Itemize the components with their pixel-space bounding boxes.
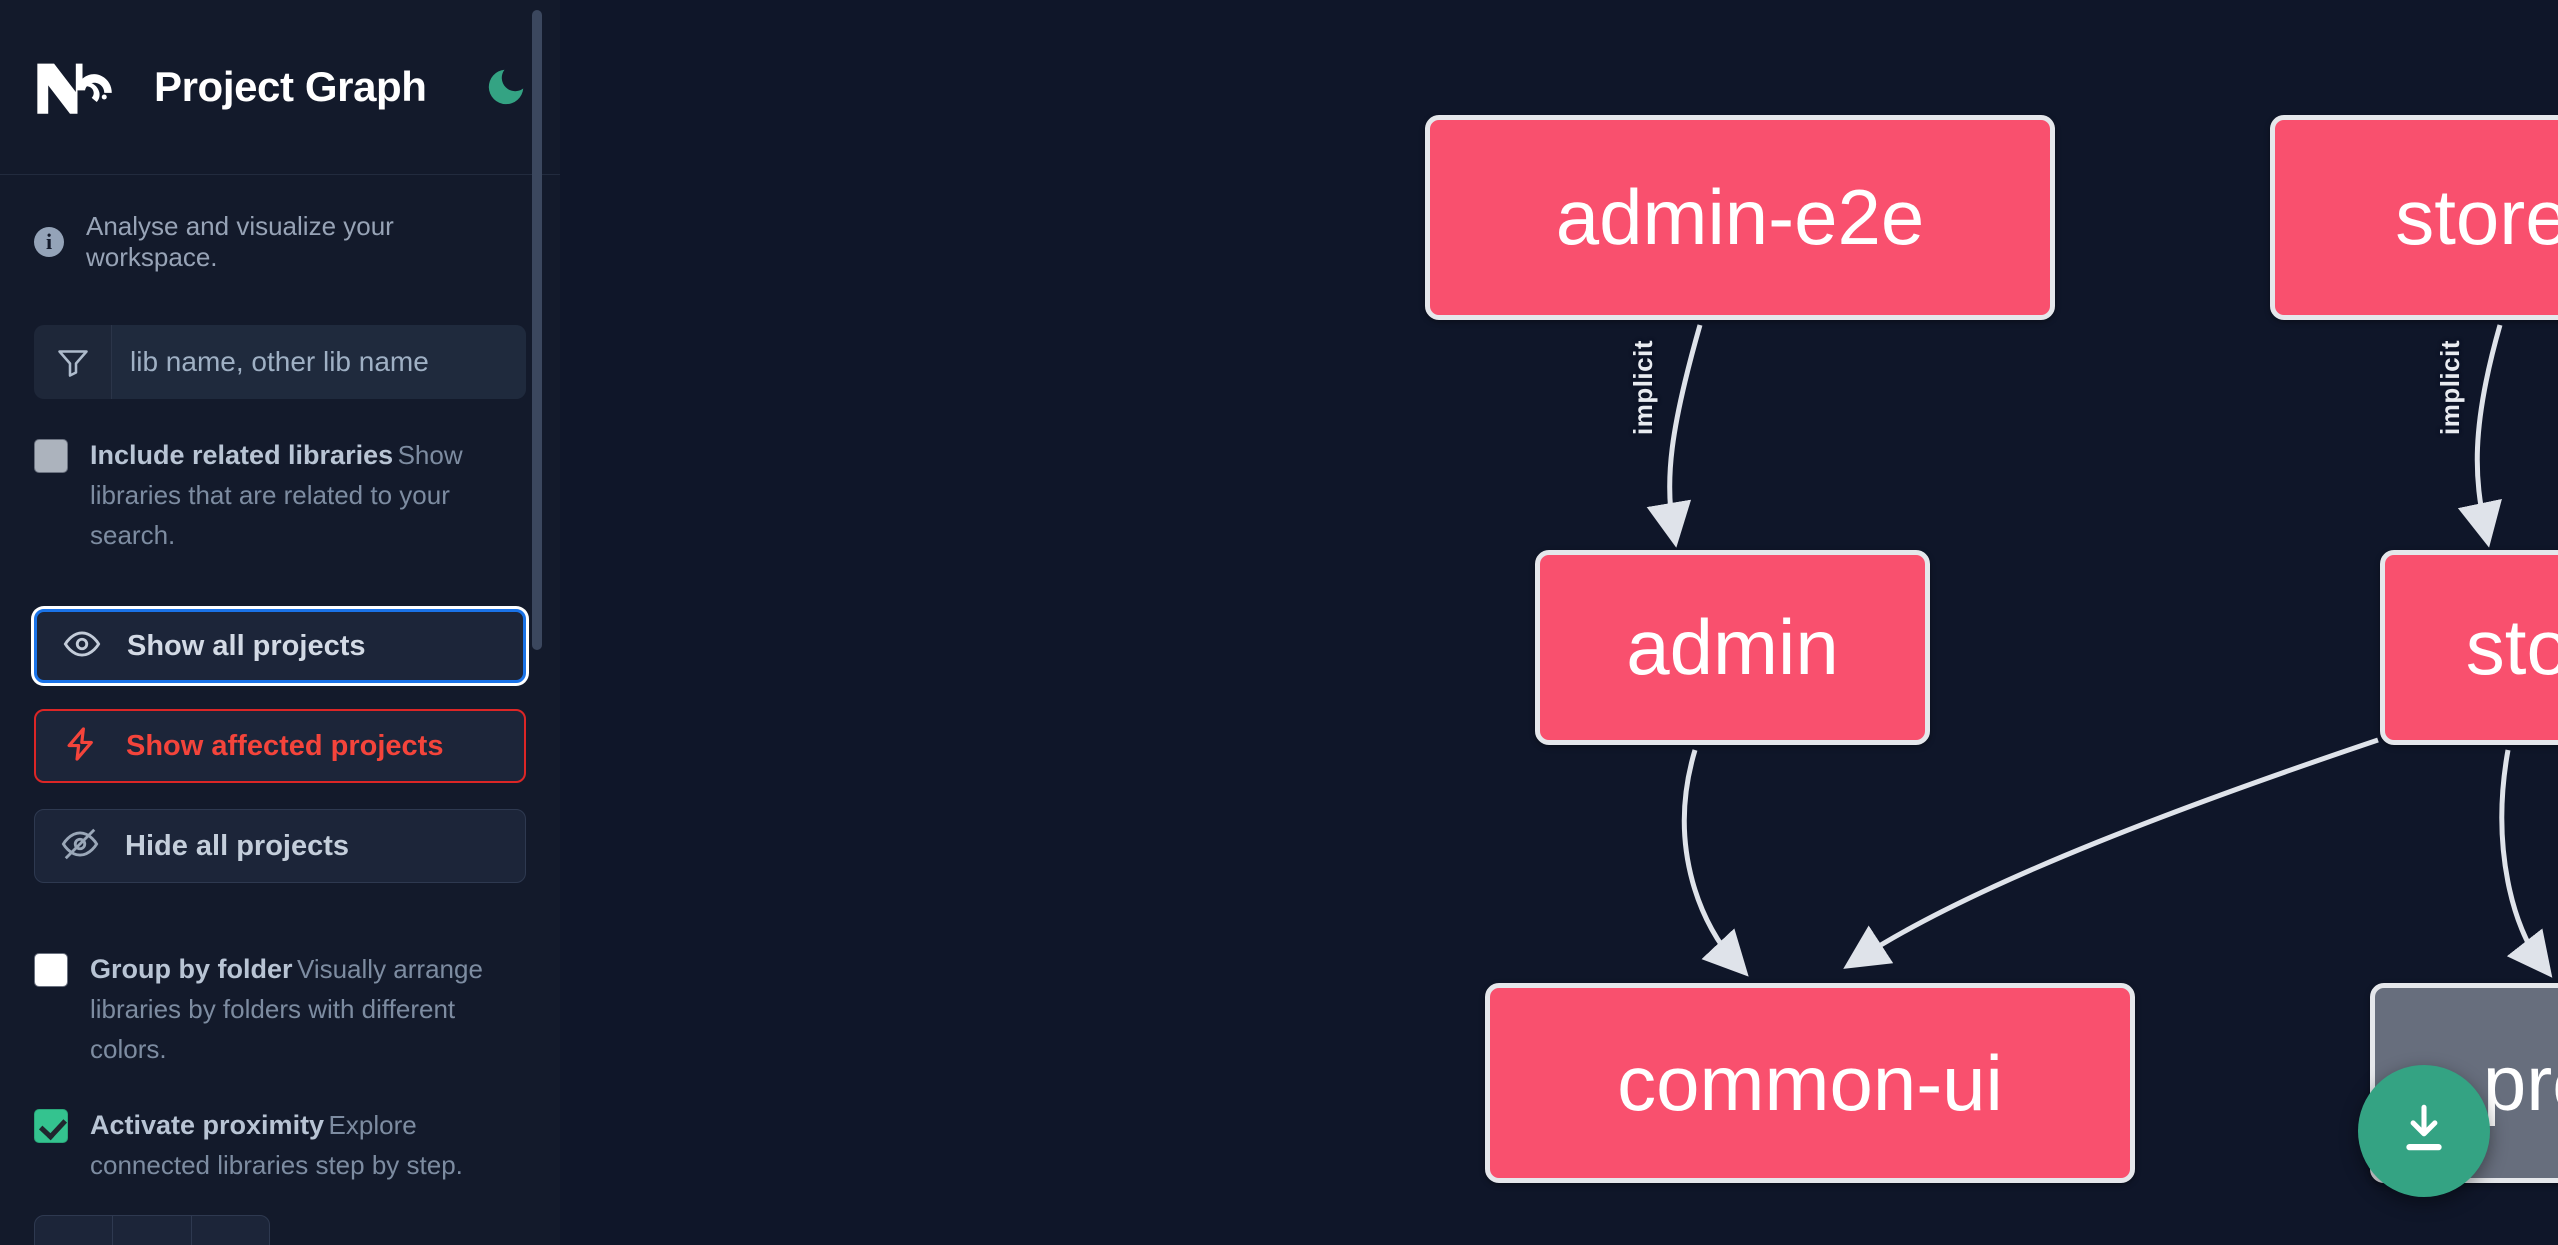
- show-affected-projects-label: Show affected projects: [126, 729, 444, 762]
- checkbox-label: Activate proximity: [90, 1110, 325, 1140]
- eye-off-icon: [61, 825, 99, 868]
- show-affected-projects-button[interactable]: Show affected projects: [34, 709, 526, 783]
- include-related-libraries-checkbox[interactable]: [34, 439, 68, 473]
- subtitle-text: Analyse and visualize your workspace.: [86, 211, 394, 272]
- checkbox-row-activate-proximity[interactable]: Activate proximity Explore connected lib…: [0, 1105, 560, 1185]
- sidebar-scrollbar[interactable]: [532, 10, 542, 650]
- stepper-segment[interactable]: [35, 1216, 114, 1245]
- eye-icon: [63, 625, 101, 668]
- edge-label-implicit-store: implicit: [2435, 340, 2465, 436]
- search-input[interactable]: [112, 325, 526, 399]
- download-icon: [2395, 1100, 2453, 1163]
- graph-node-common-ui[interactable]: common-ui: [1485, 983, 2135, 1183]
- proximity-stepper-partial[interactable]: [34, 1215, 270, 1245]
- graph-node-store[interactable]: store: [2380, 550, 2558, 745]
- edge-label-implicit-admin: implicit: [1628, 340, 1658, 436]
- sidebar-header: Project Graph: [0, 0, 560, 175]
- filter-icon: [34, 325, 112, 399]
- sidebar: Project Graph i Analyse and visualize yo…: [0, 0, 560, 1245]
- activate-proximity-text: Activate proximity Explore connected lib…: [90, 1105, 526, 1185]
- checkbox-row-include-related-libraries[interactable]: Include related libraries Show libraries…: [0, 435, 560, 555]
- graph-canvas[interactable]: implicit implicit admin-e2e store-e2e ad…: [560, 0, 2558, 1245]
- activate-proximity-checkbox[interactable]: [34, 1109, 68, 1143]
- hide-all-projects-label: Hide all projects: [125, 829, 350, 862]
- page-title: Project Graph: [154, 63, 427, 110]
- nx-logo-icon: [34, 56, 126, 118]
- hide-all-projects-button[interactable]: Hide all projects: [34, 809, 526, 883]
- show-all-projects-button[interactable]: Show all projects: [34, 609, 526, 683]
- include-related-libraries-text: Include related libraries Show libraries…: [90, 435, 526, 555]
- visibility-button-group: Show all projects Show affected projects: [0, 609, 560, 883]
- download-image-button[interactable]: [2358, 1065, 2490, 1197]
- lightning-bolt-icon: [62, 725, 100, 768]
- moon-icon[interactable]: [483, 64, 529, 110]
- graph-node-store-e2e[interactable]: store-e2e: [2270, 115, 2558, 320]
- show-all-projects-label: Show all projects: [127, 629, 366, 662]
- checkbox-label: Group by folder: [90, 954, 293, 984]
- search-bar[interactable]: [34, 325, 526, 399]
- graph-node-admin[interactable]: admin: [1535, 550, 1930, 745]
- checkbox-label: Include related libraries: [90, 440, 394, 470]
- checkbox-description: Show libraries that are related to your …: [90, 440, 463, 550]
- stepper-segment[interactable]: [113, 1216, 192, 1245]
- group-by-folder-checkbox[interactable]: [34, 953, 68, 987]
- group-by-folder-text: Group by folder Visually arrange librari…: [90, 949, 526, 1069]
- info-icon: i: [34, 227, 64, 257]
- checkbox-description: Visually arrange libraries by folders wi…: [90, 954, 483, 1064]
- workspace-subtitle: i Analyse and visualize your workspace.: [0, 175, 560, 273]
- graph-node-admin-e2e[interactable]: admin-e2e: [1425, 115, 2055, 320]
- spacer: [0, 883, 560, 913]
- checkbox-row-group-by-folder[interactable]: Group by folder Visually arrange librari…: [0, 949, 560, 1069]
- stepper-segment[interactable]: [192, 1216, 269, 1245]
- checkbox-description: Explore connected libraries step by step…: [90, 1110, 463, 1180]
